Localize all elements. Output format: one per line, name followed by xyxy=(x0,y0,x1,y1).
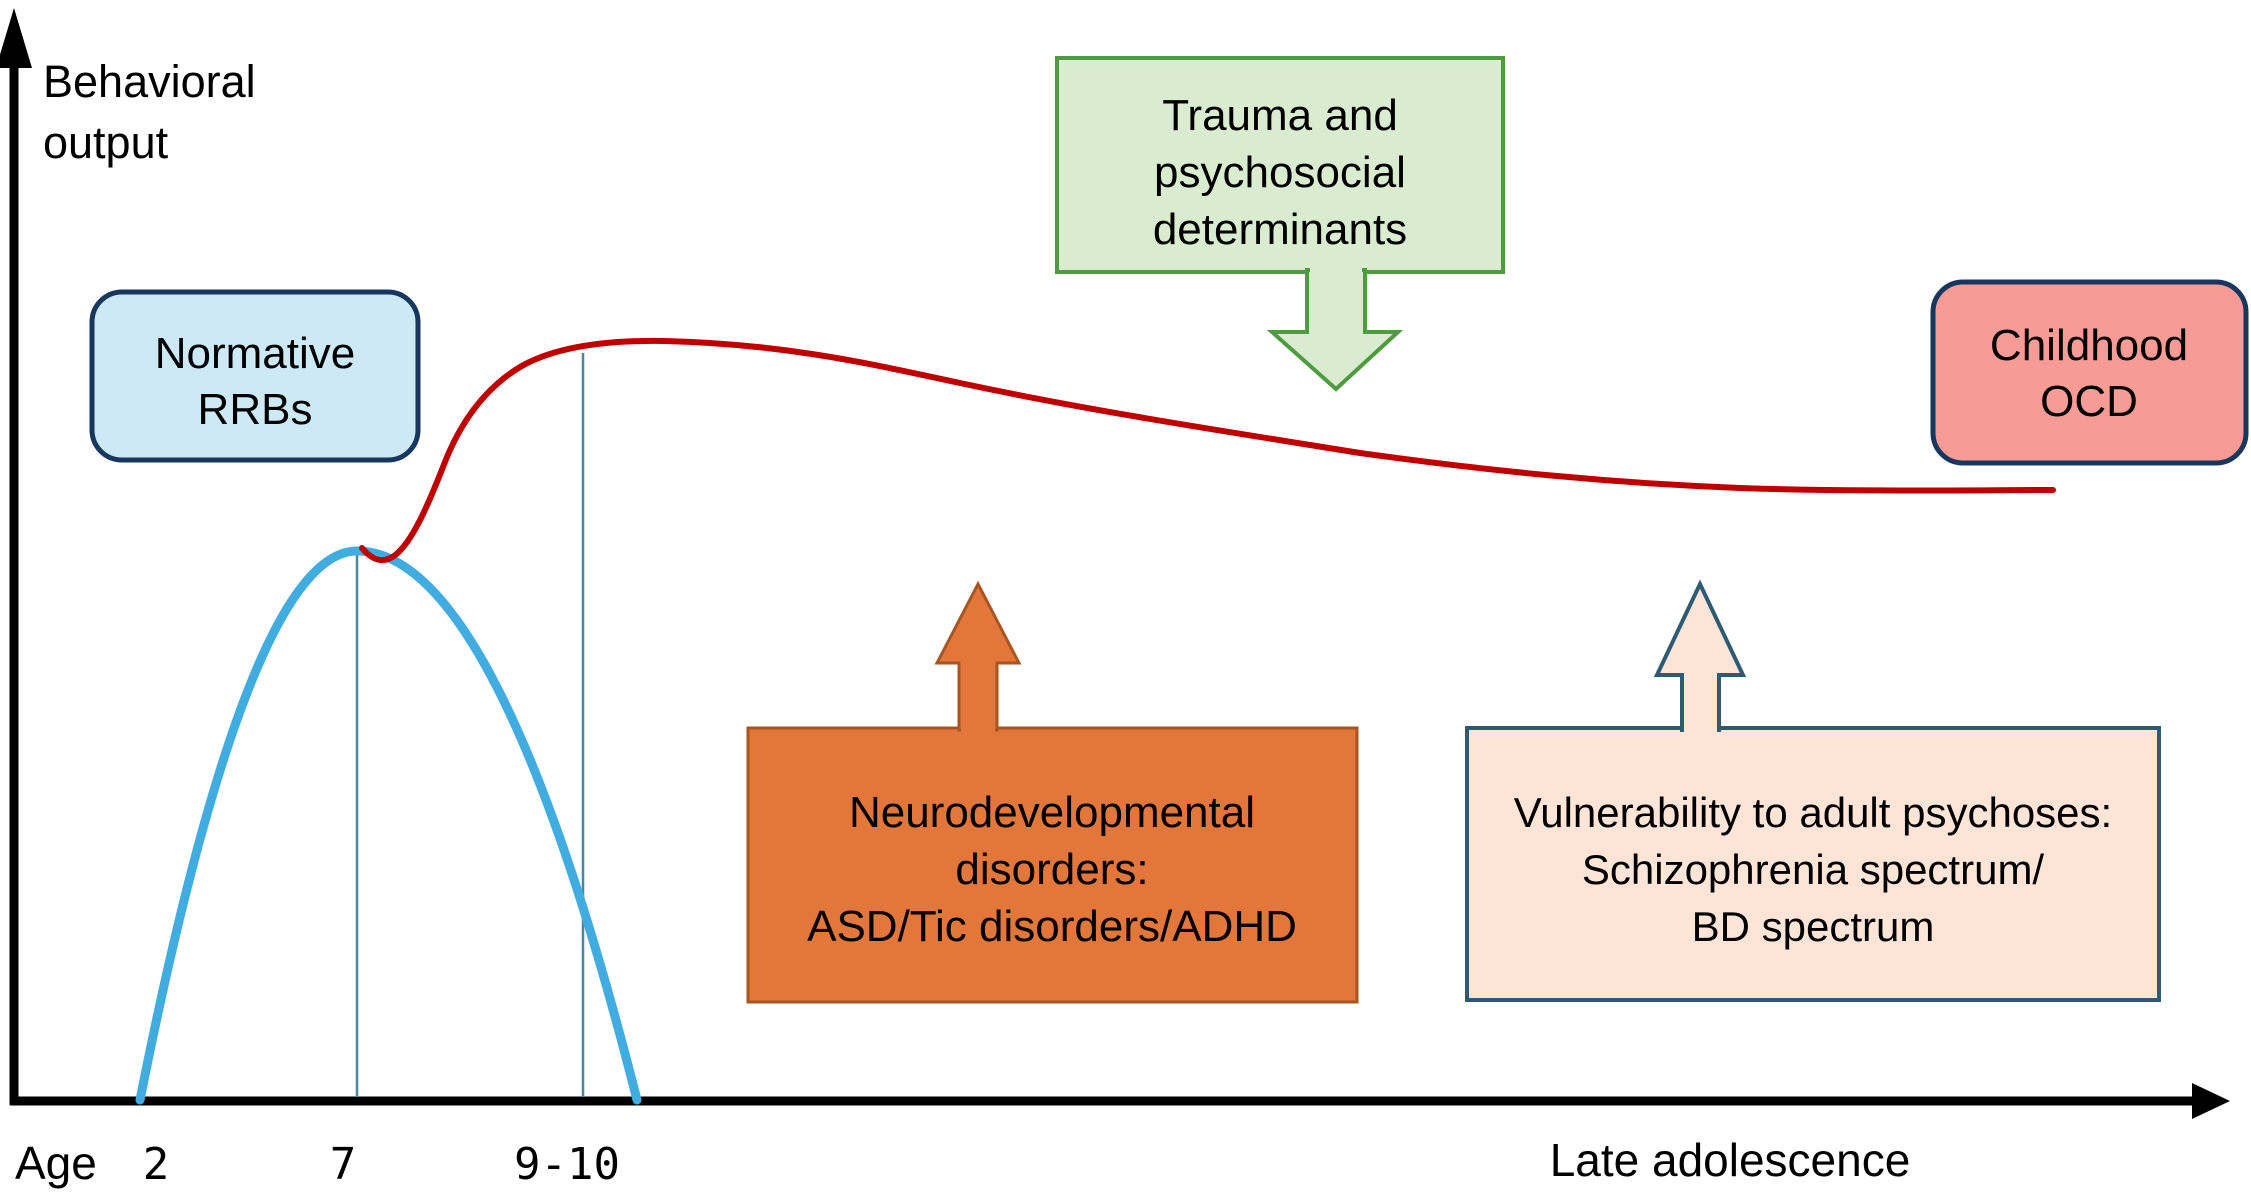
trauma-arrow-junction-patch xyxy=(1310,266,1362,276)
neurodevelopmental-box xyxy=(746,726,1359,1004)
normative-rrbs-curve xyxy=(135,546,642,1105)
normative-rrbs-label-line1: Normative xyxy=(155,329,356,378)
childhood-ocd-label-line2: OCD xyxy=(2040,377,2138,426)
persistent-trajectory-curve xyxy=(359,337,2056,564)
x-axis-arrowhead-icon xyxy=(2192,1083,2230,1119)
psychoses-box xyxy=(1465,726,2161,1002)
trauma-down-arrow-icon xyxy=(1266,268,1404,392)
childhood-ocd-box xyxy=(1930,279,2249,466)
trauma-box xyxy=(1055,56,1505,274)
neurodevelopmental-label-line3: ASD/Tic disorders/ADHD xyxy=(807,902,1297,951)
x-tick-age-2: 2 xyxy=(143,1139,170,1190)
psychoses-label-line1: Vulnerability to adult psychoses: xyxy=(1514,789,2112,836)
neurodevelopmental-up-arrow-icon xyxy=(934,580,1022,732)
y-axis-title-line2: output xyxy=(43,117,169,168)
x-tick-age-7: 7 xyxy=(330,1139,357,1190)
trauma-label-line3: determinants xyxy=(1153,205,1407,254)
psychoses-label-line3: BD spectrum xyxy=(1692,903,1935,950)
psychoses-label-line2: Schizophrenia spectrum/ xyxy=(1582,846,2045,893)
normative-rrbs-box xyxy=(89,289,421,463)
psychoses-arrow-junction-patch xyxy=(1684,722,1717,733)
trauma-label-line1: Trauma and xyxy=(1162,91,1398,140)
x-label-late-adolescence: Late adolescence xyxy=(1550,1134,1911,1186)
normative-rrbs-label-line2: RRBs xyxy=(198,385,313,434)
x-axis-title: Age xyxy=(15,1137,97,1189)
neurodevelopmental-label-line2: disorders: xyxy=(955,845,1148,894)
x-tick-age-9-10: 9-10 xyxy=(514,1139,620,1190)
neurodevelopmental-arrow-junction-patch xyxy=(961,723,995,733)
psychoses-up-arrow-icon xyxy=(1653,579,1747,732)
trauma-label-line2: psychosocial xyxy=(1154,148,1406,197)
y-axis-arrowhead-icon xyxy=(0,8,32,68)
neurodevelopmental-label-line1: Neurodevelopmental xyxy=(849,788,1255,837)
y-axis-title-line1: Behavioral xyxy=(43,56,256,107)
childhood-ocd-label-line1: Childhood xyxy=(1990,321,2188,370)
